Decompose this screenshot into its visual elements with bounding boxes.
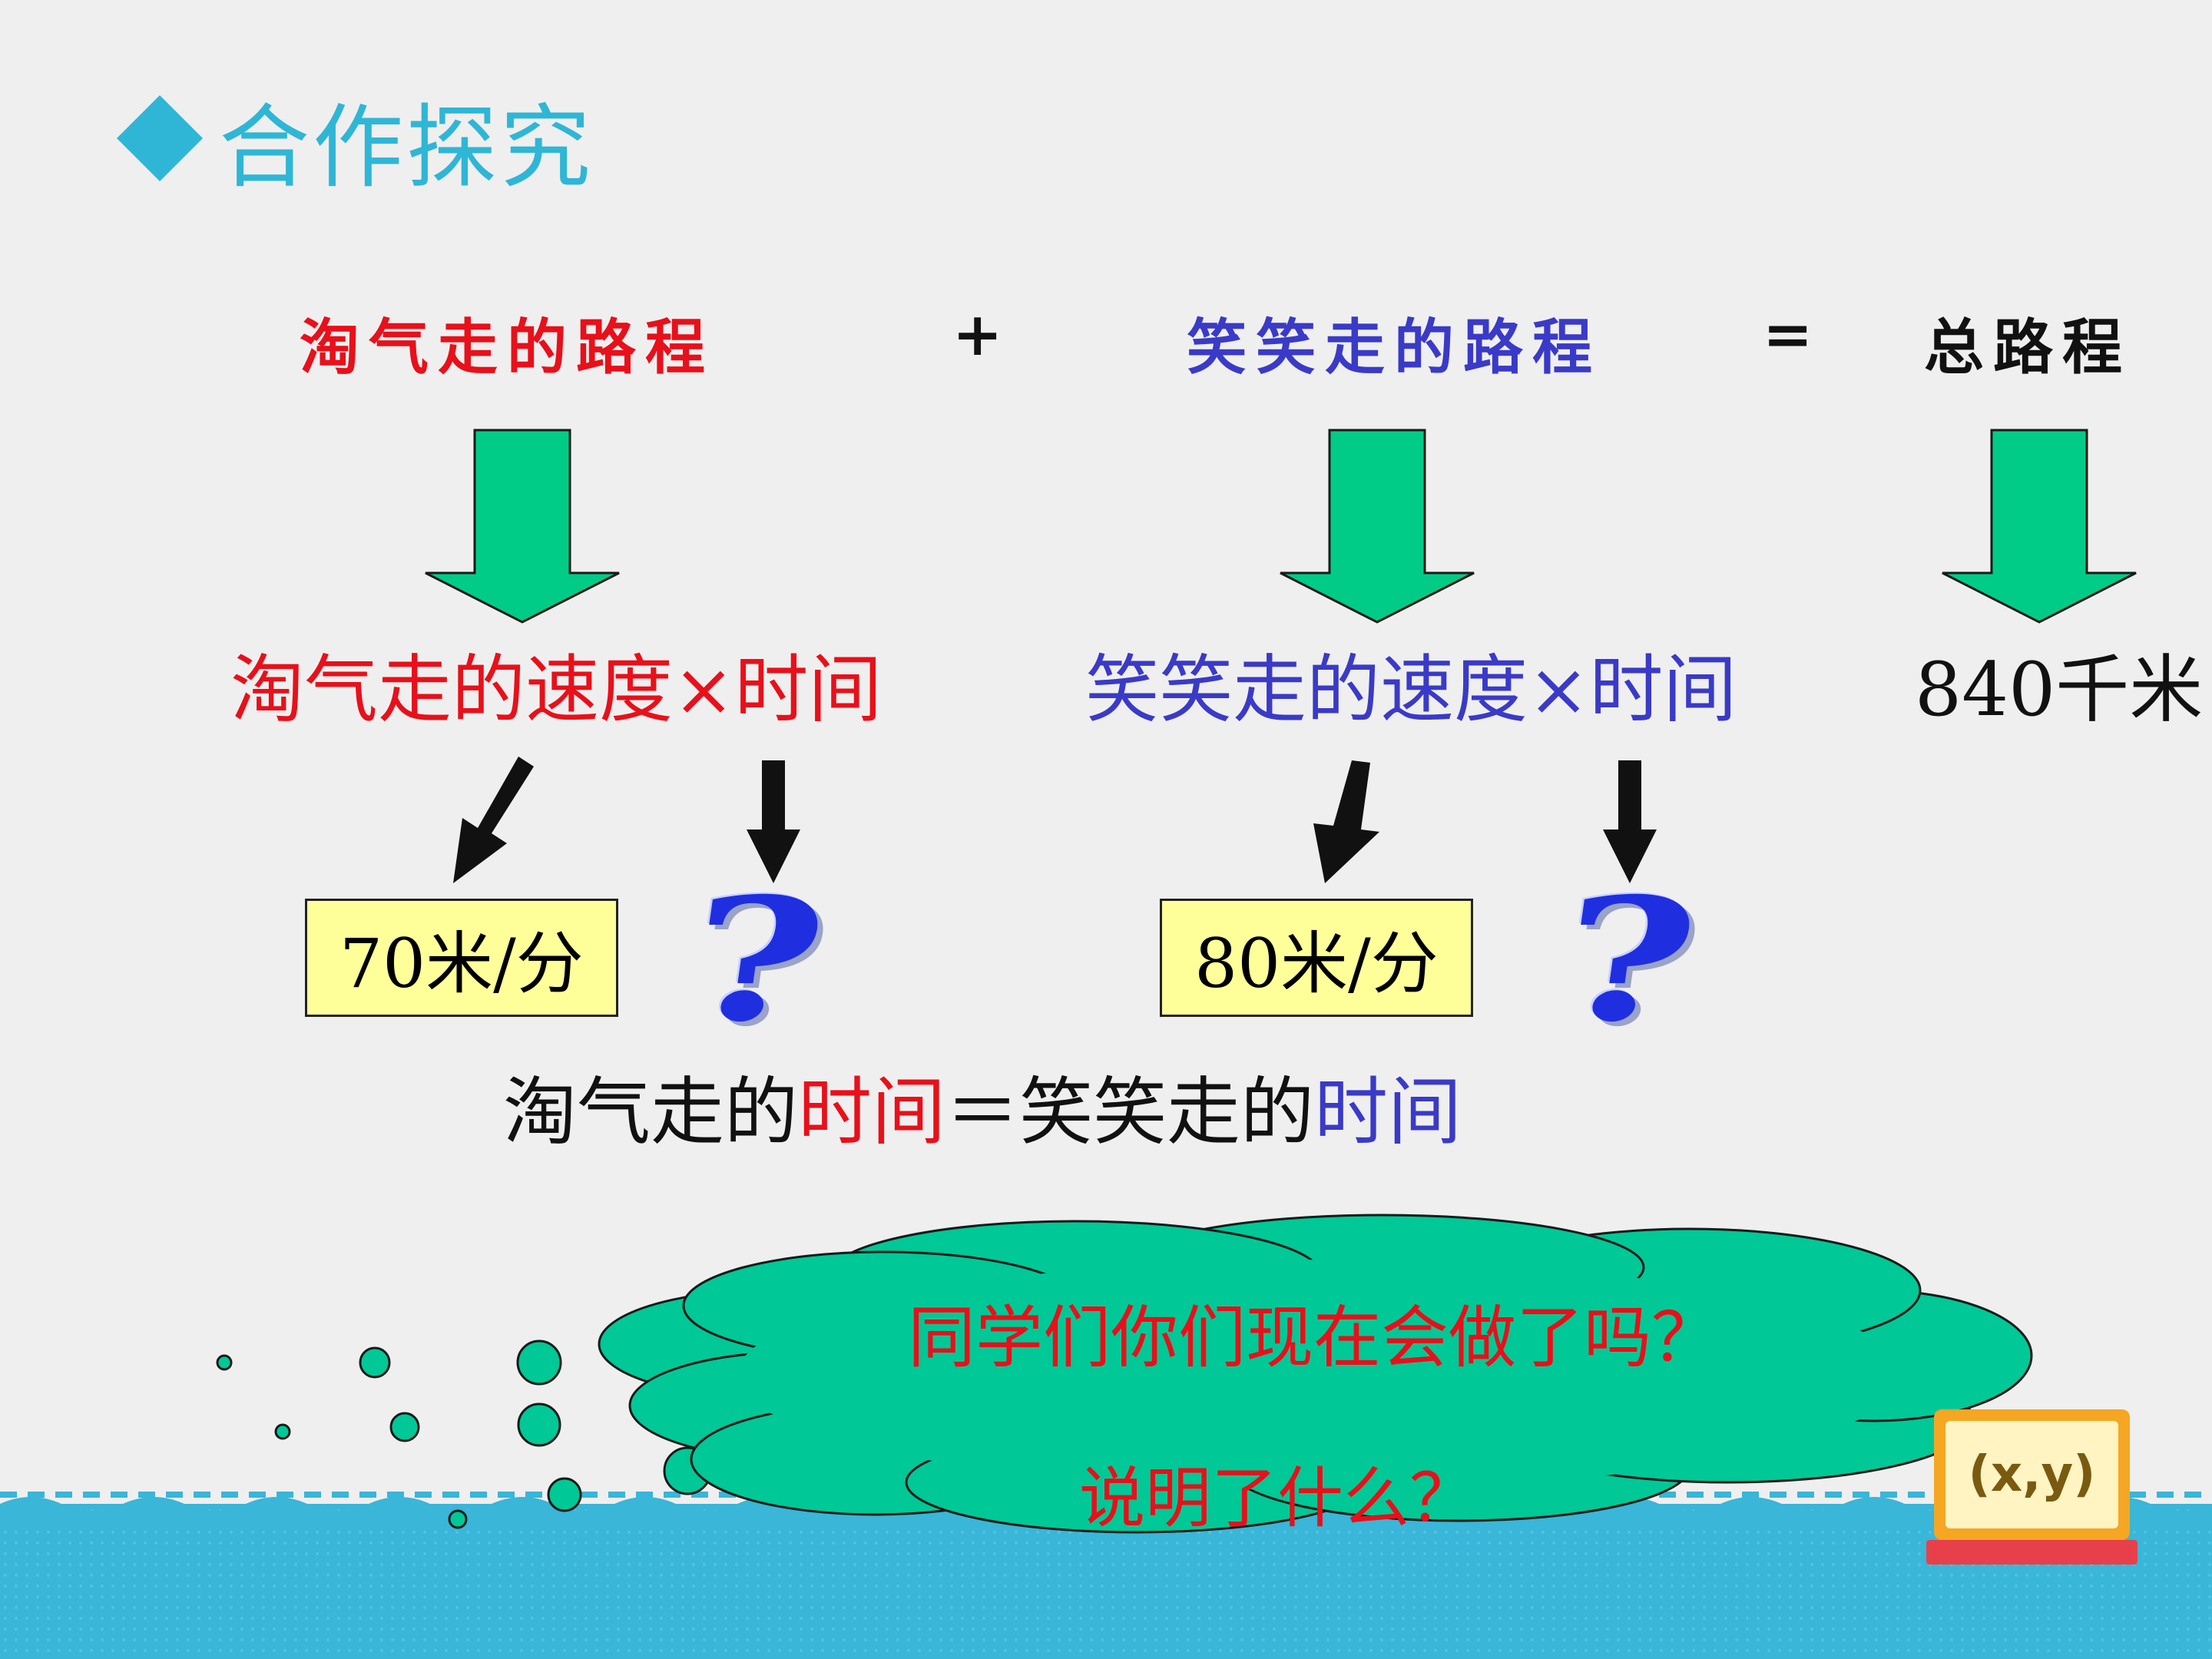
slide-title: 合作探究 bbox=[219, 94, 594, 200]
expr-xiaoxiao: 笑笑走的速度×时间 bbox=[1085, 647, 1737, 733]
xiaoxiao-speed-label: 80米/分 bbox=[1194, 923, 1439, 1003]
green-down-arrow-3 bbox=[1942, 429, 2137, 624]
header-xiaoxiao-path: 笑笑走的路程 bbox=[1187, 313, 1602, 382]
taoqi-speed-label: 70米/分 bbox=[339, 923, 584, 1003]
xy-badge-label: (x,y) bbox=[1968, 1446, 2096, 1503]
expr-taoqi: 淘气走的速度×时间 bbox=[230, 647, 882, 733]
equation-part-3: ＝笑笑走的 bbox=[945, 1069, 1314, 1155]
header-plus: + bbox=[952, 300, 1012, 369]
cloud-hidden-text: 说明了什么？ bbox=[1079, 1460, 1475, 1537]
equation-part-1: 淘气走的 bbox=[503, 1069, 798, 1155]
xy-badge: (x,y) bbox=[1926, 1409, 2137, 1571]
xy-badge-base bbox=[1926, 1540, 2137, 1565]
expr-total: 840千米 bbox=[1915, 647, 2204, 733]
xy-badge-screen: (x,y) bbox=[1945, 1421, 2118, 1528]
green-down-arrow-1 bbox=[425, 429, 620, 624]
diamond-bullet-icon bbox=[117, 95, 203, 181]
equation-time-blue: 时间 bbox=[1314, 1069, 1462, 1155]
xiaoxiao-speed-box: 80米/分 bbox=[1160, 899, 1473, 1017]
green-down-arrow-2 bbox=[1280, 429, 1475, 624]
time-equation: 淘气走的时间＝笑笑走的时间 bbox=[503, 1052, 1462, 1159]
header-taoqi-path: 淘气走的路程 bbox=[300, 313, 715, 382]
taoqi-speed-box: 70米/分 bbox=[305, 899, 618, 1017]
equation-time-red: 时间 bbox=[798, 1069, 945, 1155]
cloud-question: 同学们你们现在会做了吗？ bbox=[907, 1298, 1719, 1377]
header-equals: = bbox=[1763, 300, 1823, 369]
header-total-path: 总路程 bbox=[1924, 313, 2132, 382]
